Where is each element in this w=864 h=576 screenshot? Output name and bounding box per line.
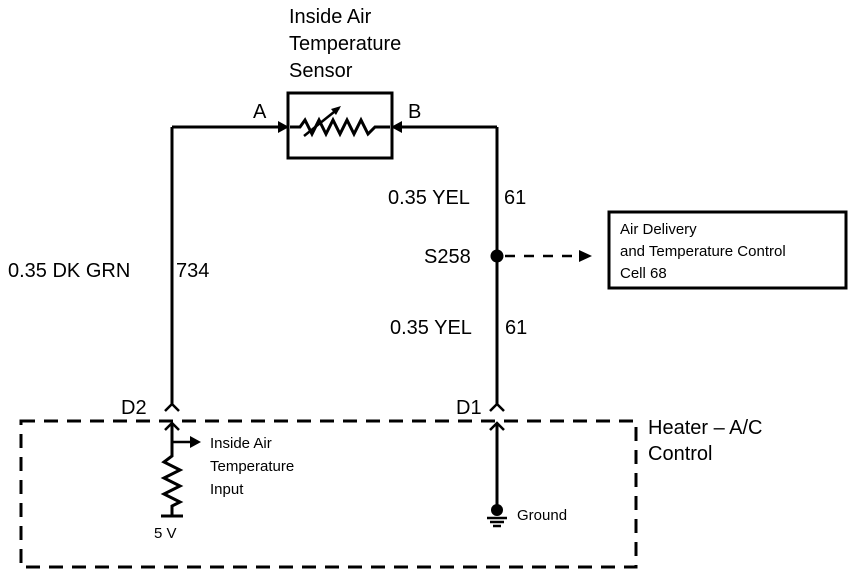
right-lower-wire-label: 0.35 YEL (390, 317, 472, 339)
connector-d2-chevron-top (164, 402, 180, 412)
sensor-title-line-2: Temperature (289, 33, 401, 55)
connector-d1-chevron-top (489, 402, 505, 412)
pin-b-arrow (391, 121, 402, 133)
ground-node (491, 504, 503, 516)
right-lower-circuit: 61 (505, 317, 527, 339)
reference-box (607, 210, 848, 290)
sensor-title-line-3: Sensor (289, 60, 353, 82)
thermistor-arrow-line (303, 107, 340, 137)
splice-dot (490, 249, 504, 263)
supply-voltage-label: 5 V (154, 525, 177, 542)
ground-label: Ground (517, 507, 567, 524)
pin-b-label: B (408, 101, 421, 123)
thermistor-symbol (290, 116, 390, 138)
connector-d2-chevron-bottom (164, 421, 180, 431)
connector-d2-label: D2 (121, 397, 147, 419)
connector-d1-label: D1 (456, 397, 482, 419)
reference-line-2: and Temperature Control (620, 243, 786, 260)
splice-label: S258 (424, 246, 471, 268)
left-wire-circuit: 734 (176, 260, 209, 282)
input-label-line-2: Temperature (210, 458, 294, 475)
module-title-line-1: Heater – A/C (648, 417, 763, 439)
reference-line-1: Air Delivery (620, 221, 697, 238)
module-title-line-2: Control (648, 443, 712, 465)
right-upper-wire-label: 0.35 YEL (388, 187, 470, 209)
sensor-title-line-1: Inside Air (289, 6, 372, 28)
right-upper-circuit: 61 (504, 187, 526, 209)
pin-a-label: A (253, 101, 267, 123)
splice-reference-arrow (579, 250, 592, 262)
input-label-line-3: Input (210, 481, 244, 498)
left-wire-label: 0.35 DK GRN (8, 260, 130, 282)
pullup-resistor-symbol (160, 450, 184, 516)
input-label-line-1: Inside Air (210, 435, 272, 452)
thermistor-arrowhead (331, 106, 341, 115)
input-arrow (190, 436, 201, 448)
connector-d1-chevron-bottom (489, 421, 505, 431)
reference-line-3: Cell 68 (620, 265, 667, 282)
module-boundary (19, 419, 638, 569)
pin-a-arrow (278, 121, 289, 133)
